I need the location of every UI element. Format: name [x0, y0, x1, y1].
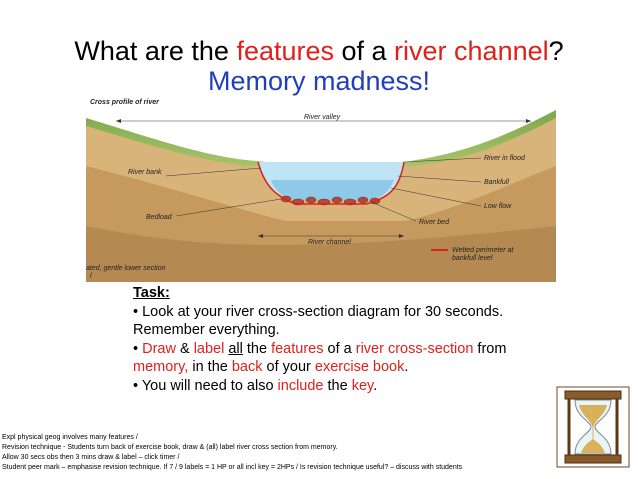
note-line: Student peer mark – emphasise revision t…: [2, 464, 463, 471]
task-bullet-2: • Draw & label all the features of a riv…: [133, 340, 507, 376]
river-cross-section-diagram: Cross profile of river River valley Rive…: [86, 99, 556, 282]
diagram-title: Cross profile of river: [90, 99, 160, 106]
note-line: Revision technique - Students turn back …: [2, 444, 338, 451]
label-bankfull: Bankfull: [484, 179, 509, 186]
note-line: Allow 30 secs obs then 3 mins draw & lab…: [2, 454, 180, 461]
label-river-bank: River bank: [128, 169, 162, 176]
task-heading: Task:: [133, 285, 170, 301]
label-river-channel: River channel: [308, 239, 351, 246]
hourglass-icon[interactable]: [555, 385, 631, 469]
page-title: What are the features of a river channel…: [0, 36, 638, 66]
low-flow-water: [271, 180, 394, 200]
task-box: Task: • Look at your river cross-section…: [133, 284, 513, 395]
label-lower-section-cont: l: [90, 273, 92, 280]
task-bullet-1: • Look at your river cross-section diagr…: [133, 303, 504, 339]
title-river-channel: river channel: [394, 36, 549, 66]
title-features: features: [236, 36, 334, 66]
label-bankfull-level: bankfull level: [452, 255, 493, 262]
title-text: What are the: [74, 36, 237, 66]
wetted-perimeter-line: [257, 161, 405, 205]
page-subtitle: Memory madness!: [207, 66, 431, 96]
label-river-bed: River bed: [419, 219, 450, 226]
label-bedload: Bedload: [146, 214, 173, 221]
note-line: Expl physical geog involves many feature…: [2, 434, 138, 441]
label-river-valley: River valley: [304, 114, 341, 121]
label-lower-section: ated, gentle lower section: [86, 265, 165, 272]
title-text: ?: [548, 36, 564, 66]
title-text: of a: [334, 36, 395, 66]
label-low-flow: Low flow: [484, 203, 512, 210]
label-river-in-flood: River in flood: [484, 155, 526, 162]
task-bullet-3: • You will need to also include the key.: [133, 377, 378, 394]
ground-layer-deep: [86, 226, 556, 282]
label-wetted-perimeter: Wetted perimeter at: [452, 247, 514, 254]
speaker-notes: Expl physical geog involves many feature…: [2, 433, 638, 473]
